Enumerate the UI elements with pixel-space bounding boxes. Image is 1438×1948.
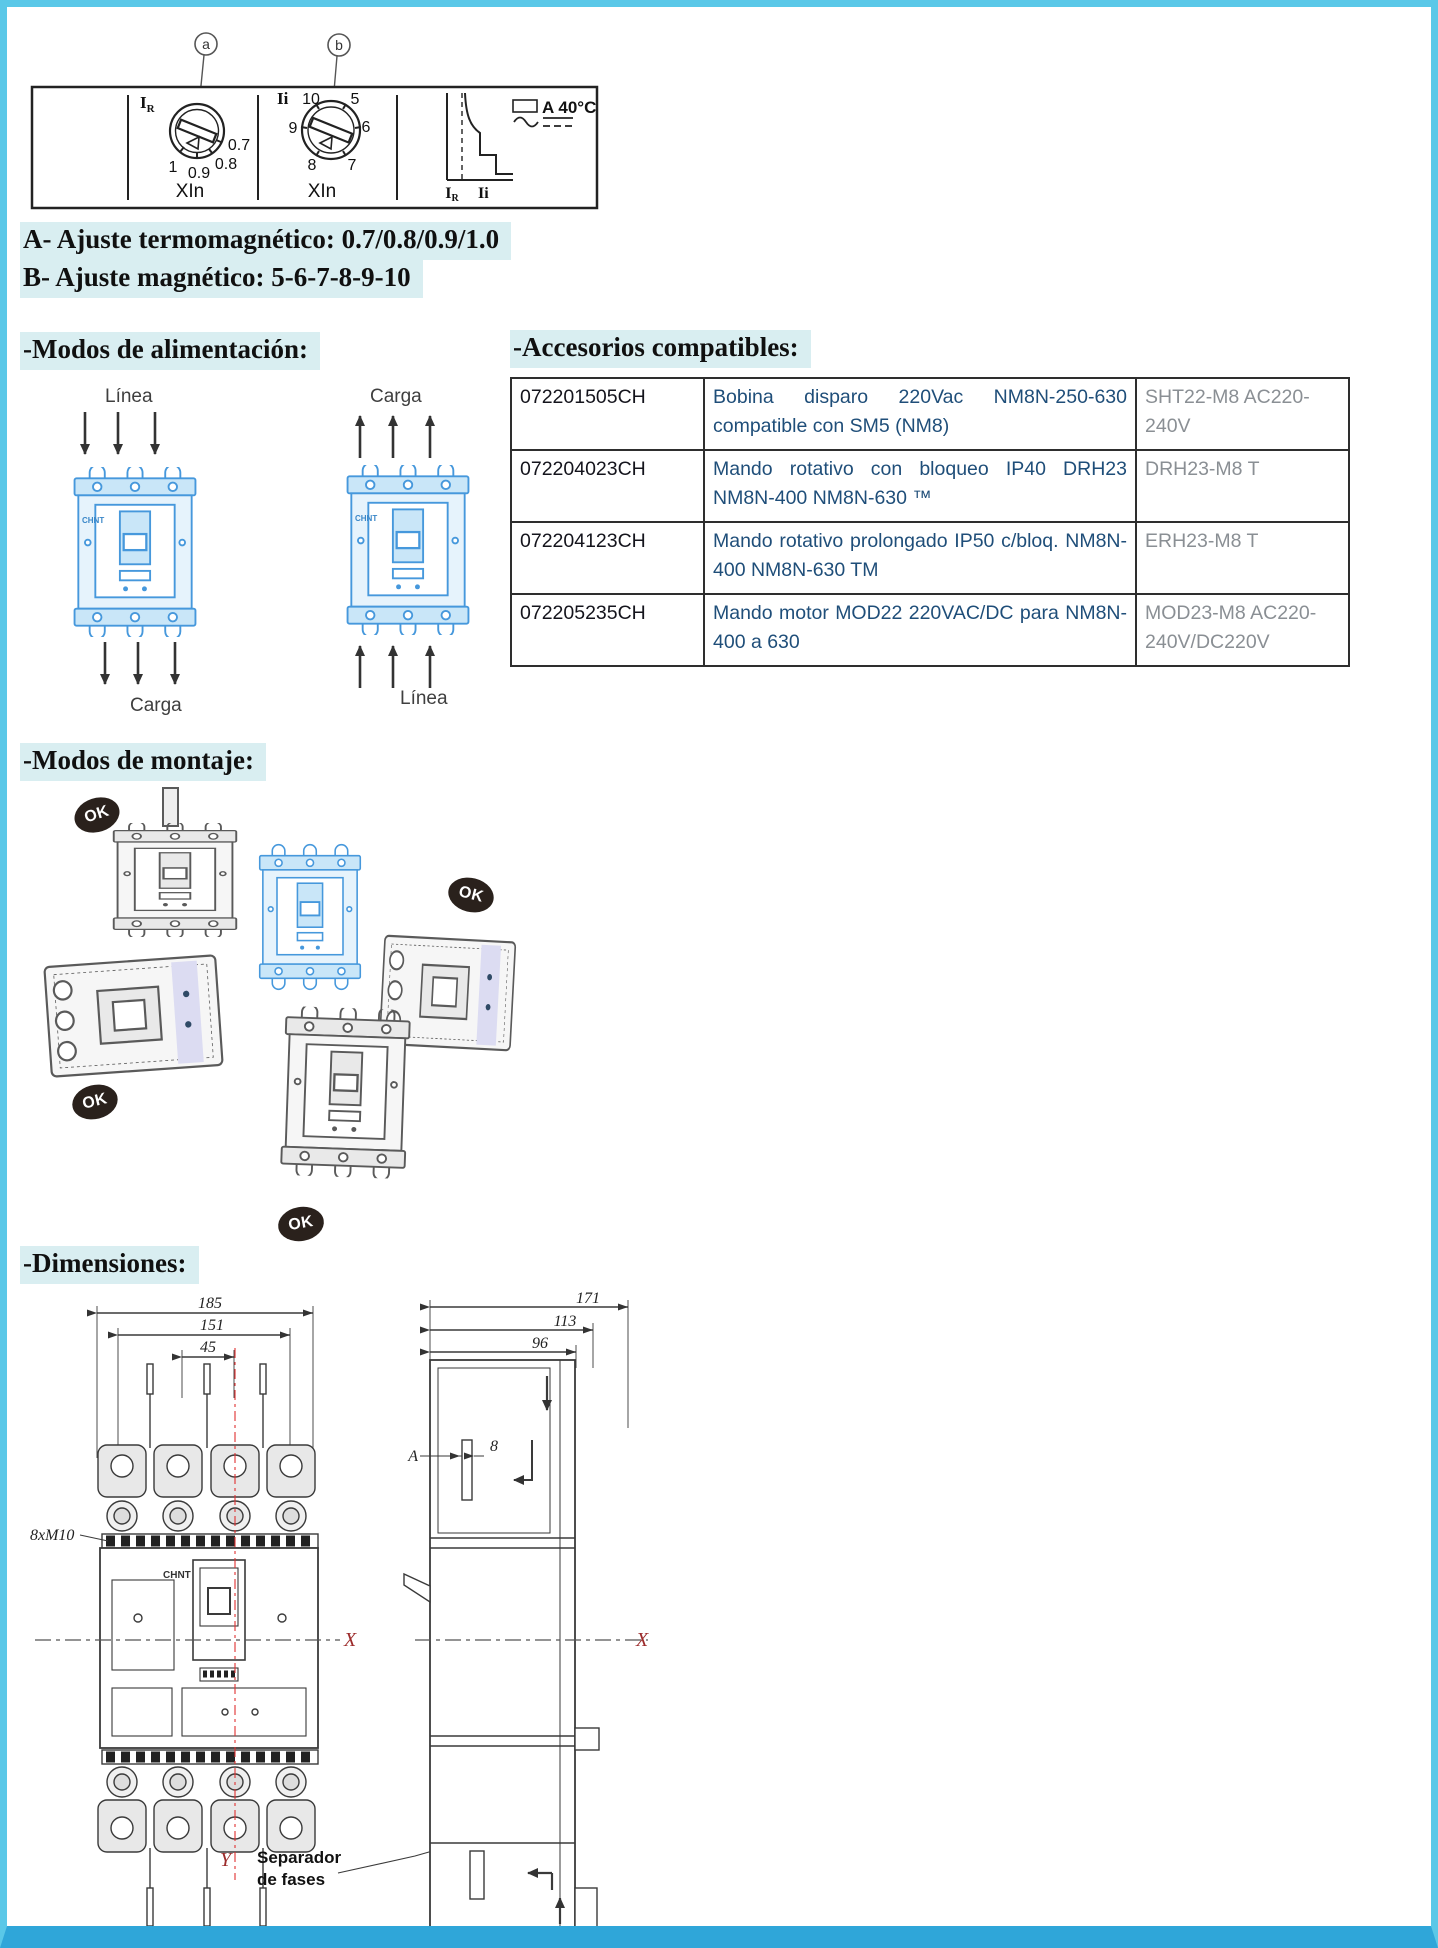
- axis-x-left: X: [343, 1629, 357, 1651]
- dial-a-tick-08: 0.8: [215, 156, 237, 173]
- dim-width-holes: 151: [200, 1317, 224, 1334]
- accessory-description: Bobina disparo 220Vac NM8N-250-630 compa…: [703, 377, 1137, 451]
- separator-label-line2: de fases: [257, 1870, 325, 1889]
- feed-arrows-up: [355, 415, 435, 688]
- bolt-note: 8xM10: [30, 1527, 74, 1544]
- rating-symbols: A 40°C: [512, 98, 596, 128]
- dim-depth-mid: 113: [554, 1313, 577, 1330]
- terminal-clamps-bottom: [106, 1766, 307, 1798]
- accessory-description: Mando rotativo con bloqueo IP40 DRH23 NM…: [703, 449, 1137, 523]
- dial-b-unit: XIn: [308, 181, 337, 202]
- stud-label-a: A: [407, 1448, 418, 1465]
- dial-b-slot: [308, 116, 354, 144]
- brand-mark-left: CHNT: [82, 516, 104, 525]
- dial-b-tick-7: 7: [348, 157, 357, 174]
- table-row: 072205235CH Mando motor MOD22 220VAC/DC …: [510, 593, 1350, 667]
- axis-x-right: X: [635, 1629, 649, 1651]
- temp-note: A 40°C: [542, 98, 596, 117]
- svg-text:IR: IR: [140, 93, 156, 115]
- accessory-description: Mando motor MOD22 220VAC/DC para NM8N-40…: [703, 593, 1137, 667]
- accessory-code: 072204023CH: [510, 449, 705, 523]
- dimension-front-view: [35, 1306, 451, 1927]
- terminal-lugs-bottom: [97, 1799, 316, 1853]
- table-row: 072201505CH Bobina disparo 220Vac NM8N-2…: [510, 377, 1350, 451]
- accessory-code: 072205235CH: [510, 593, 705, 667]
- feed-left-top-label: Línea: [105, 386, 153, 407]
- accessory-model: SHT22-M8 AC220-240V: [1135, 377, 1350, 451]
- heading-dimensions: -Dimensiones:: [20, 1246, 199, 1284]
- dim-pole-pitch: 45: [200, 1339, 216, 1356]
- trip-curve: IR Ii: [445, 92, 513, 204]
- ac-symbol: [513, 116, 539, 128]
- feed-arrows-down: [80, 412, 180, 685]
- dim-depth-total: 171: [576, 1290, 600, 1307]
- curve-ir-label: I: [445, 185, 451, 202]
- curve-ii-label: Ii: [478, 185, 489, 202]
- breaker-front-lower: [279, 1005, 412, 1180]
- dc-symbol: [543, 117, 573, 127]
- feed-left-bottom-label: Carga: [130, 695, 182, 716]
- dimension-side-view: [403, 1300, 648, 1931]
- thermal-dial[interactable]: IR 1 0.9 0.8 0.7 XIn: [140, 93, 250, 202]
- dim-width-total: 185: [198, 1295, 222, 1312]
- accessory-code: 072204123CH: [510, 521, 705, 595]
- terminal-clamps-top: [106, 1500, 307, 1532]
- heading-accessories: -Accesorios compatibles:: [510, 330, 811, 368]
- svg-text:IR: IR: [445, 185, 459, 204]
- accessory-description: Mando rotativo prolongado IP50 c/bloq. N…: [703, 521, 1137, 595]
- brand-mark-drawing: CHNT: [163, 1570, 191, 1581]
- dimensions-figure: 185 151 45 8xM10 CHNT X Y Separador de f…: [30, 1290, 649, 1931]
- enclosure-symbol: [512, 99, 538, 113]
- dial-a-unit: XIn: [176, 181, 205, 202]
- dial-b-tick-6: 6: [362, 119, 371, 136]
- dial-a-tick-07: 0.7: [228, 137, 250, 154]
- heading-power-modes: -Modos de alimentación:: [20, 332, 320, 370]
- accessories-table: 072201505CH Bobina disparo 220Vac NM8N-2…: [510, 377, 1350, 667]
- dial-b-tick-5: 5: [351, 91, 360, 108]
- callout-a-letter: a: [202, 36, 210, 52]
- dial-b-tick-10: 10: [302, 91, 320, 108]
- breaker-vertical-blue: [258, 843, 362, 991]
- dial-b-tick-8: 8: [308, 157, 317, 174]
- phase-separator-rods-bottom: [146, 1848, 267, 1927]
- stud-label-8: 8: [490, 1438, 498, 1455]
- dial-a-tick-09: 0.9: [188, 165, 210, 182]
- terminal-lugs-top: [97, 1444, 316, 1498]
- dial-a-tick-1: 1: [169, 159, 178, 176]
- magnetic-adjust-note: B- Ajuste magnético: 5-6-7-8-9-10: [20, 260, 423, 298]
- accessory-model: MOD23-M8 AC220-240V/DC220V: [1135, 593, 1350, 667]
- accessory-code: 072201505CH: [510, 377, 705, 451]
- dial-b-tick-9: 9: [289, 120, 298, 137]
- magnetic-dial[interactable]: Ii 10 5 9 6 8 7 XIn: [277, 89, 371, 202]
- dial-b-label: Ii: [277, 89, 289, 108]
- breaker-bottom-feed: [346, 465, 470, 635]
- breaker-lever: [162, 787, 179, 827]
- heading-mounting: -Modos de montaje:: [20, 743, 266, 781]
- phase-separator-rods-top: [146, 1363, 267, 1448]
- accessory-model: DRH23-M8 T: [1135, 449, 1350, 523]
- dial-a-label: I: [140, 93, 147, 112]
- accessory-model: ERH23-M8 T: [1135, 521, 1350, 595]
- feed-right-bottom-label: Línea: [400, 688, 448, 709]
- trip-unit-diagram: a b IR 1 0.9 0.8 0.7: [30, 32, 599, 210]
- dim-depth-body: 96: [532, 1335, 548, 1352]
- thermal-adjust-note: A- Ajuste termomagnético: 0.7/0.8/0.9/1.…: [20, 222, 512, 260]
- power-modes-figure: CHNT CHNT: [73, 412, 470, 688]
- axis-y: Y: [220, 1849, 233, 1871]
- table-row: 072204123CH Mando rotativo prolongado IP…: [510, 521, 1350, 595]
- breaker-top-feed: [73, 467, 197, 637]
- brand-mark-right: CHNT: [355, 514, 377, 523]
- callout-b-letter: b: [335, 37, 343, 53]
- breaker-back-left: [43, 954, 224, 1078]
- mounting-modes-figure: [43, 787, 517, 1180]
- feed-right-top-label: Carga: [370, 386, 422, 407]
- breaker-iso-lever: [112, 787, 238, 937]
- dial-a-slot: [176, 118, 218, 144]
- table-row: 072204023CH Mando rotativo con bloqueo I…: [510, 449, 1350, 523]
- separator-label-line1: Separador: [257, 1848, 341, 1867]
